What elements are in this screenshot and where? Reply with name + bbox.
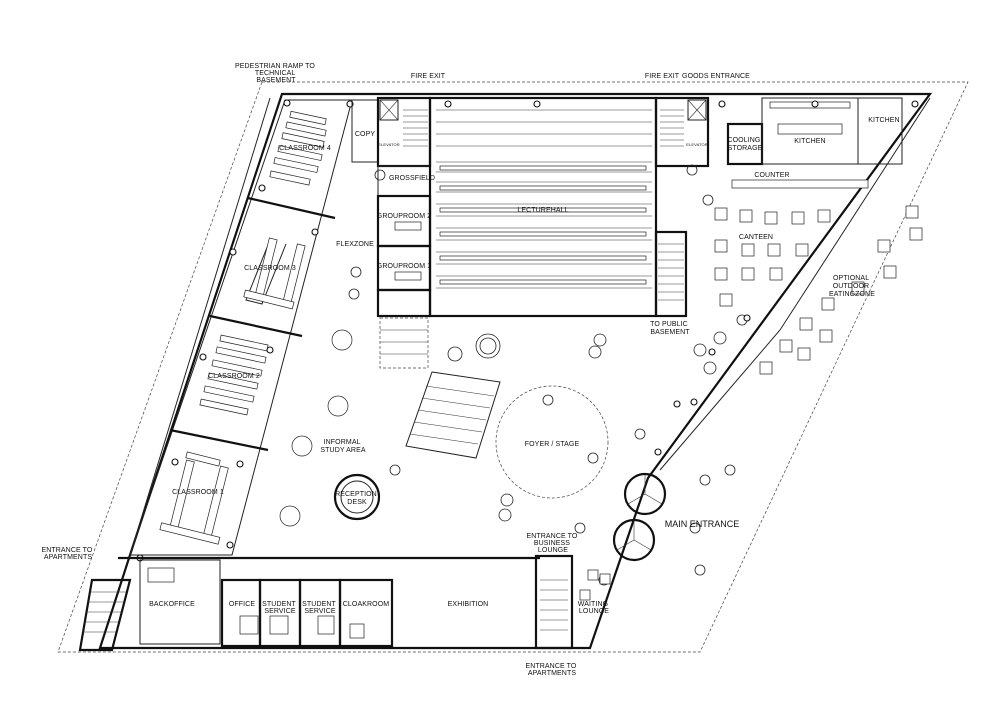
label-entrance-business-lounge: ENTRANCE TO BUSINESS LOUNGE [526,533,579,554]
lecturehall [428,96,658,318]
label-fire-exit-right: FIRE EXIT [645,73,680,80]
study-tables [279,329,353,527]
reception-desk-inner [340,480,374,514]
label-informal-study: INFORMAL STUDY AREA [320,439,365,454]
foyer-stage [495,385,609,499]
label-backoffice: BACKOFFICE [149,601,195,608]
east-columns [444,100,919,456]
label-cloakroom: CLOAKROOM [343,601,389,608]
label-waiting-lounge: WAITING LOUNGE [578,601,610,615]
office-desks [239,615,365,639]
label-reception-desk: RECEPTION DESK [335,491,379,506]
label-cooling-storage: COOLING STORAGE [727,137,762,152]
label-public-basement: TO PUBLIC BASEMENT [650,321,690,336]
stair-south [534,554,574,650]
classroom-divider-2 [209,314,303,338]
lecturehall-rows [436,109,652,289]
label-exhibition: EXHIBITION [448,601,489,608]
classroom-divider-3 [169,428,269,452]
classroom-4-desks [269,110,327,186]
canteen-tables [714,207,831,307]
outdoor-tables [759,205,923,375]
foyer-round-1-inner [479,337,497,355]
building-outline [98,92,933,650]
public-basement-treads [658,243,684,301]
label-grossfield: GROSSFIELD [389,175,435,182]
grouproom-2 [376,194,432,248]
stair-south-treads [540,579,568,631]
restroom-block [376,288,432,318]
label-classroom-1: CLASSROOM 1 [172,489,224,496]
kitchen-counter-top [769,101,851,109]
foyer-round-2 [447,346,463,362]
classroom-1-desks [159,451,229,545]
revolving-door-1 [623,472,667,516]
kitchen-island [777,123,843,135]
public-basement-stair [654,230,688,318]
classroom-divider-1 [247,196,336,220]
label-student-service-2: STUDENT SERVICE [302,601,338,615]
label-foyer-stage: FOYER / STAGE [525,441,580,448]
backoffice-table [147,567,175,583]
cooling-storage [726,122,764,166]
label-classroom-2: CLASSROOM 2 [208,373,260,380]
stair-east-treads [660,109,684,147]
label-entrance-apartments-bottom: ENTRANCE TO APARTMENTS [525,663,578,677]
label-canteen: CANTEEN [739,234,773,241]
cloakroom-room [338,578,394,648]
stair-southwest [78,578,132,652]
label-office: OFFICE [229,601,255,608]
label-pedestrian-ramp: PEDESTRIAN RAMP TO TECHNICAL BASEMENT [235,63,317,84]
small-kitchen [857,97,903,165]
label-classroom-4: CLASSROOM 4 [279,145,331,152]
label-elevator-west: ELEVATOR [378,142,399,147]
stair-southwest-treads [82,591,126,633]
classroom-2-desks [199,334,269,416]
classroom-3-desks [243,237,306,310]
foyer-round-1 [475,333,501,359]
label-kitchen: KITCHEN [794,138,825,145]
lecturehall-seat-blocks [439,165,647,285]
label-grouproom-2: GROUPROOM 2 [377,213,431,220]
label-entrance-apartments-left: ENTRANCE TO APARTMENTS [41,547,94,561]
revolving-door-2 [612,518,656,562]
stair-east [654,96,710,168]
label-outdoor-eating: OPTIONAL OUTDOOR EATINGZONE [829,275,875,298]
elevator-west [379,99,399,121]
elevator-east [687,99,707,121]
stair-west-treads [403,109,428,147]
grand-stair [405,371,501,459]
label-goods-entrance: GOODS ENTRANCE [682,73,750,80]
label-main-entrance: MAIN ENTRANCE [665,519,740,529]
backoffice-room [139,559,221,645]
site-boundary [57,81,969,653]
label-lecturehall: LECTUREHALL [517,207,568,214]
label-counter: COUNTER [754,172,789,179]
office-room [220,578,262,648]
label-student-service-1: STUDENT SERVICE [262,601,298,615]
classroom-columns [136,99,354,562]
reception-desk [333,473,381,521]
stair-west [376,96,432,168]
grouproom-seats [394,221,422,281]
label-copy: COPY [355,131,375,138]
inner-facade [129,97,271,556]
waiting-lounge-seats [579,569,611,601]
label-fire-exit-left: FIRE EXIT [411,73,446,80]
label-elevator-east: ELEVATOR [686,142,707,147]
label-grouproom-1: GROUPROOM 1 [377,263,431,270]
label-flexzone: FLEXZONE [336,241,374,248]
label-kitchen-small: KITCHEN [868,117,899,124]
foyer-figures [348,164,748,586]
east-facade [659,97,931,471]
ramp-grid [379,317,429,369]
classroom-strip [129,99,353,556]
canteen-counter [731,179,869,189]
label-classroom-3: CLASSROOM 3 [244,265,296,272]
